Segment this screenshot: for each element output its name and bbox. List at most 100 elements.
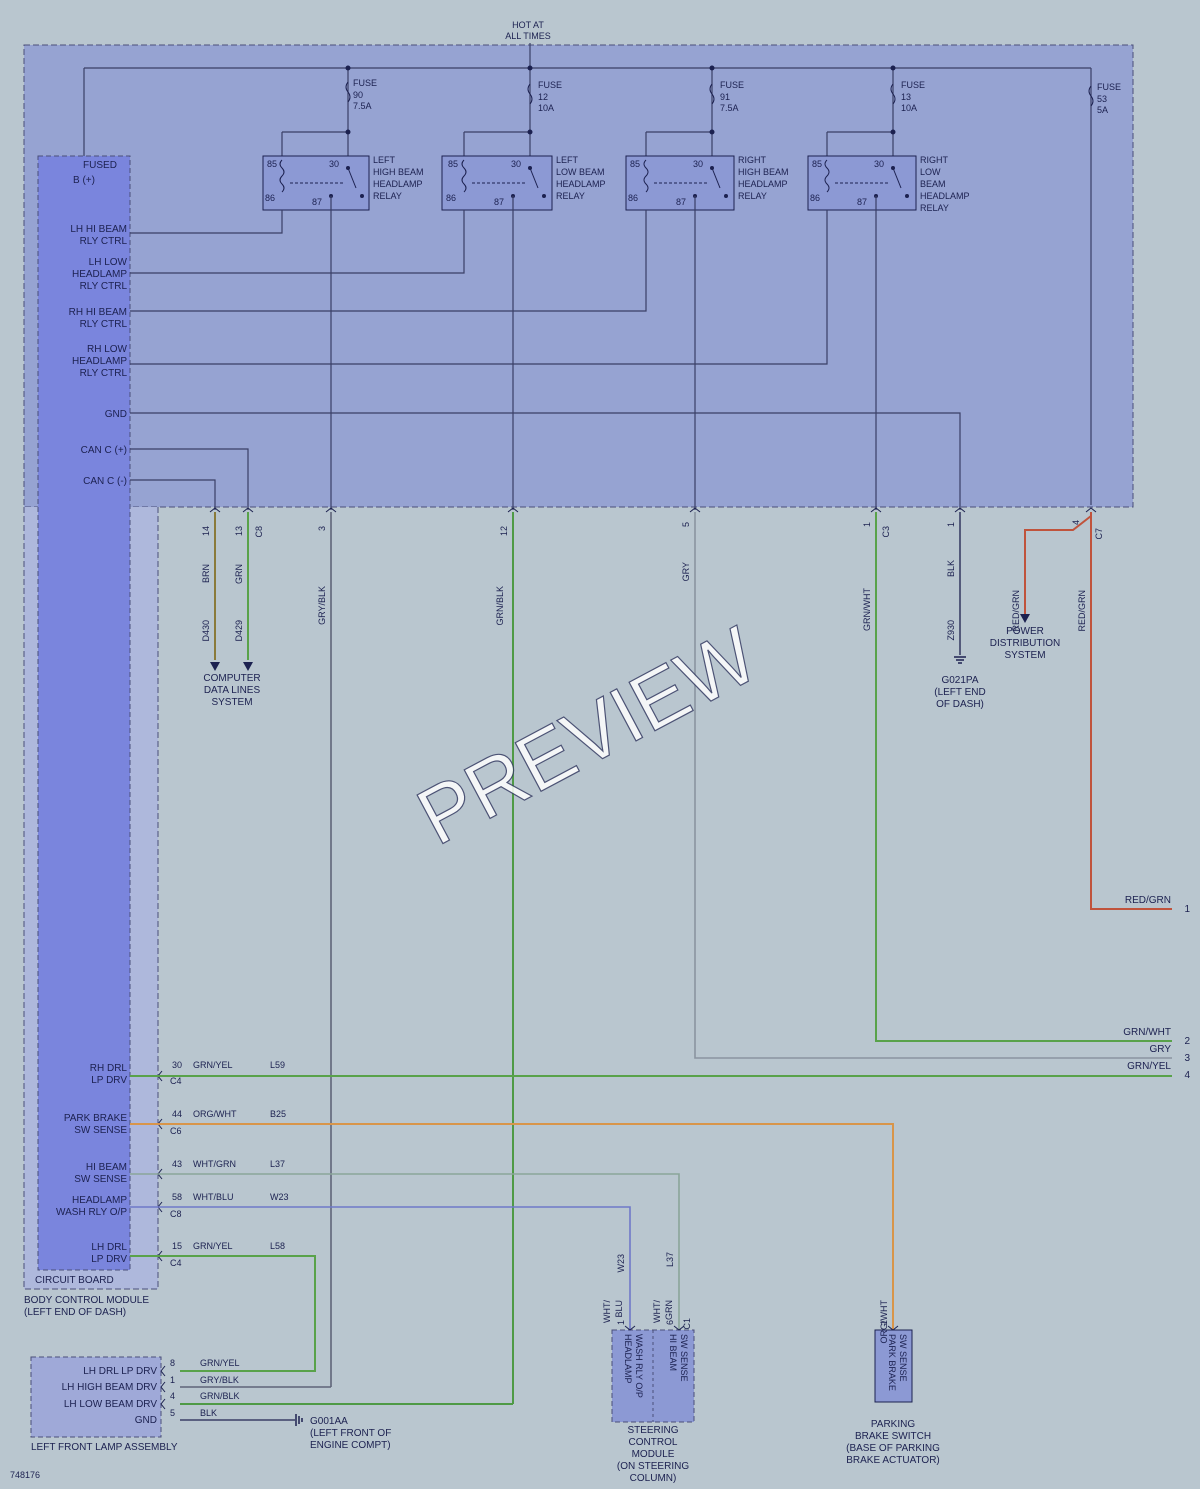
svg-text:85: 85 xyxy=(448,159,458,169)
svg-text:SYSTEM: SYSTEM xyxy=(1004,650,1045,661)
svg-text:GRN/YEL: GRN/YEL xyxy=(193,1241,233,1251)
steering-box-labels: HEADLAMP WASH RLY O/P HI BEAM SW SENSE xyxy=(623,1334,689,1398)
svg-text:RED/GRN: RED/GRN xyxy=(1011,590,1021,632)
svg-text:(ON STEERING: (ON STEERING xyxy=(617,1461,689,1472)
svg-text:RLY CTRL: RLY CTRL xyxy=(80,236,128,247)
svg-text:LH LOW BEAM DRV: LH LOW BEAM DRV xyxy=(64,1399,157,1410)
svg-text:HIGH BEAM: HIGH BEAM xyxy=(373,167,424,177)
relay-right-high-beam: 85 30 86 87 RIGHT HIGH BEAM HEADLAMP REL… xyxy=(625,155,789,211)
svg-text:(LEFT FRONT OF: (LEFT FRONT OF xyxy=(310,1428,391,1439)
lamp-assembly-labels: LH DRL LP DRV LH HIGH BEAM DRV LH LOW BE… xyxy=(62,1366,158,1426)
svg-text:BLK: BLK xyxy=(200,1408,217,1418)
svg-text:12: 12 xyxy=(538,92,548,102)
fuse-90: FUSE 90 7.5A xyxy=(345,78,377,111)
svg-text:ORG/WHT: ORG/WHT xyxy=(193,1109,237,1119)
svg-text:STEERING: STEERING xyxy=(627,1425,678,1436)
svg-text:(BASE OF PARKING: (BASE OF PARKING xyxy=(846,1443,940,1454)
svg-text:HEADLAMP: HEADLAMP xyxy=(72,1195,127,1206)
svg-text:ENGINE COMPT): ENGINE COMPT) xyxy=(310,1440,391,1451)
svg-text:LEFT: LEFT xyxy=(373,155,396,165)
svg-text:RH DRL: RH DRL xyxy=(90,1063,128,1074)
svg-text:RIGHT: RIGHT xyxy=(920,155,949,165)
svg-text:RED/GRN: RED/GRN xyxy=(1125,895,1171,906)
svg-text:30: 30 xyxy=(874,159,884,169)
svg-text:86: 86 xyxy=(628,193,638,203)
steering-connector-pins xyxy=(624,1325,685,1331)
svg-text:BRAKE SWITCH: BRAKE SWITCH xyxy=(855,1431,931,1442)
fuse-91: FUSE 91 7.5A xyxy=(709,80,744,113)
svg-text:RED/GRN: RED/GRN xyxy=(1077,590,1087,632)
svg-text:BLU: BLU xyxy=(614,1300,624,1318)
svg-text:D429: D429 xyxy=(234,620,244,642)
svg-text:87: 87 xyxy=(312,197,322,207)
wire-red-grn-branch xyxy=(1024,515,1092,614)
svg-text:FUSED: FUSED xyxy=(83,160,117,171)
svg-text:86: 86 xyxy=(810,193,820,203)
fuse-13: FUSE 13 10A xyxy=(890,80,925,113)
svg-text:BEAM: BEAM xyxy=(920,179,946,189)
svg-text:LH HIGH BEAM DRV: LH HIGH BEAM DRV xyxy=(62,1382,158,1393)
svg-text:C6: C6 xyxy=(170,1126,182,1136)
svg-text:SW SENSE: SW SENSE xyxy=(74,1125,127,1136)
svg-text:WASH RLY O/P: WASH RLY O/P xyxy=(56,1207,127,1218)
svg-text:HEADLAMP: HEADLAMP xyxy=(920,191,970,201)
steering-wire-labels: W23 WHT/ BLU 1 L37 WHT/ GRN 6 C1 xyxy=(602,1252,692,1330)
svg-text:GRY/BLK: GRY/BLK xyxy=(200,1375,239,1385)
svg-text:GRY: GRY xyxy=(1150,1044,1172,1055)
svg-text:GRN: GRN xyxy=(234,564,244,584)
svg-text:L37: L37 xyxy=(665,1252,675,1267)
svg-text:90: 90 xyxy=(353,90,363,100)
power-bus xyxy=(83,43,1092,505)
svg-text:ORG/WHT: ORG/WHT xyxy=(879,1300,889,1344)
svg-text:GRN: GRN xyxy=(664,1300,674,1320)
svg-text:4: 4 xyxy=(1184,1070,1190,1081)
svg-text:G021PA: G021PA xyxy=(941,675,978,686)
svg-text:BRN: BRN xyxy=(201,564,211,583)
svg-text:D430: D430 xyxy=(201,620,211,642)
svg-text:58: 58 xyxy=(172,1192,182,1202)
svg-text:COMPUTER: COMPUTER xyxy=(203,673,260,684)
svg-text:WHT/: WHT/ xyxy=(652,1300,662,1323)
arrow-icon xyxy=(210,662,220,671)
svg-text:2: 2 xyxy=(1184,1036,1190,1047)
svg-text:13: 13 xyxy=(901,92,911,102)
svg-text:43: 43 xyxy=(172,1159,182,1169)
wire-grn-yel-l58 xyxy=(130,1255,316,1372)
svg-text:(LEFT END: (LEFT END xyxy=(934,687,986,698)
svg-text:HEADLAMP: HEADLAMP xyxy=(72,269,127,280)
svg-text:C8: C8 xyxy=(170,1209,182,1219)
svg-text:FUSE: FUSE xyxy=(720,80,744,90)
svg-text:8: 8 xyxy=(170,1358,175,1368)
svg-text:OF DASH): OF DASH) xyxy=(936,699,984,710)
svg-text:SW SENSE: SW SENSE xyxy=(898,1334,908,1382)
svg-text:44: 44 xyxy=(172,1109,182,1119)
svg-text:SYSTEM: SYSTEM xyxy=(211,697,252,708)
svg-text:LP DRV: LP DRV xyxy=(91,1075,127,1086)
svg-text:L59: L59 xyxy=(270,1060,285,1070)
svg-text:GRN/BLK: GRN/BLK xyxy=(495,586,505,626)
svg-text:12: 12 xyxy=(499,526,509,536)
relay-left-high-beam: 85 30 86 87 LEFT HIGH BEAM HEADLAMP RELA… xyxy=(262,155,424,211)
svg-text:30: 30 xyxy=(511,159,521,169)
svg-text:1: 1 xyxy=(616,1320,626,1325)
svg-text:GRN/BLK: GRN/BLK xyxy=(200,1391,240,1401)
svg-text:87: 87 xyxy=(494,197,504,207)
fuse-12: FUSE 12 10A xyxy=(527,80,562,113)
fuse-53: FUSE 53 5A xyxy=(1088,82,1121,115)
svg-text:HEADLAMP: HEADLAMP xyxy=(373,179,423,189)
svg-text:HEADLAMP: HEADLAMP xyxy=(623,1334,633,1384)
svg-text:GND: GND xyxy=(105,409,127,420)
wire-grn-wht xyxy=(875,512,1172,1042)
mid-wire-labels: 3 GRY/BLK 12 GRN/BLK 5 GRY 1 C3 GRN/WHT … xyxy=(317,520,1104,641)
bcm-location: (LEFT END OF DASH) xyxy=(24,1307,126,1318)
svg-text:Z930: Z930 xyxy=(946,620,956,641)
all-times-label: ALL TIMES xyxy=(505,31,551,41)
svg-text:BLK: BLK xyxy=(946,560,956,577)
svg-text:B (+): B (+) xyxy=(73,175,95,186)
svg-text:GRN/WHT: GRN/WHT xyxy=(1123,1027,1171,1038)
svg-text:5: 5 xyxy=(681,522,691,527)
svg-text:LP DRV: LP DRV xyxy=(91,1254,127,1265)
computer-data-lines-label: COMPUTER DATA LINES SYSTEM xyxy=(203,673,260,708)
svg-text:L58: L58 xyxy=(270,1241,285,1251)
bcm-internal-wires xyxy=(130,196,961,510)
